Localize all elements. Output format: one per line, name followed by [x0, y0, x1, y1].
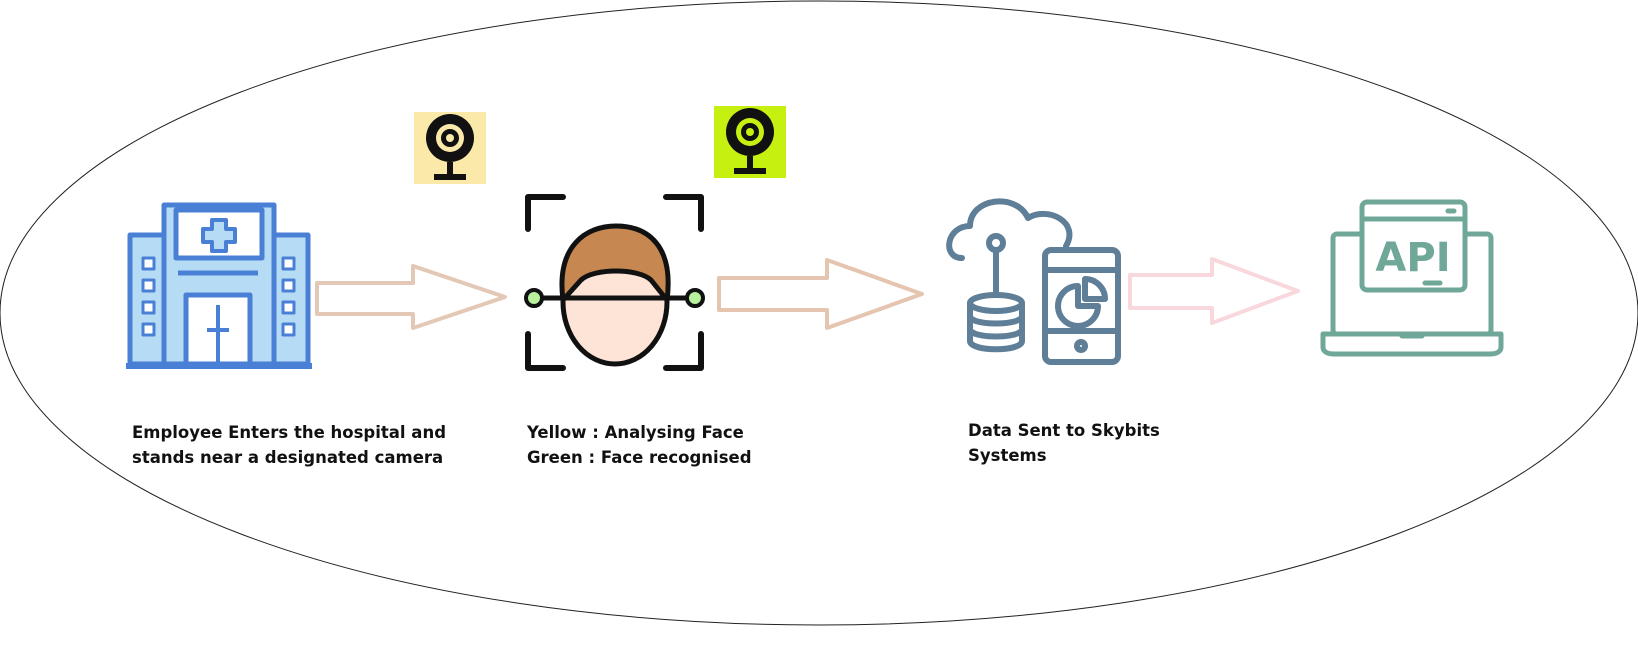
face-scan-icon — [524, 194, 705, 371]
flow-arrow-1 — [315, 264, 507, 330]
hospital-caption: Employee Enters the hospital and stands … — [132, 420, 446, 470]
webcam-icon-recognised — [714, 106, 786, 178]
hospital-caption-line-1: Employee Enters the hospital and — [132, 423, 446, 442]
system-boundary-ellipse — [0, 0, 1638, 626]
cloud-database-phone-icon — [946, 198, 1121, 365]
data-caption: Data Sent to Skybits Systems — [968, 418, 1160, 468]
webcam-icon-analysing — [414, 112, 486, 184]
hospital-caption-line-2: stands near a designated camera — [132, 448, 444, 467]
laptop-api-icon: API — [1320, 199, 1504, 357]
face-scan-caption-line-2: Green : Face recognised — [527, 448, 752, 467]
flow-arrow-3 — [1128, 257, 1300, 325]
hospital-icon — [126, 202, 312, 369]
face-scan-caption: Yellow : Analysing Face Green : Face rec… — [527, 420, 752, 470]
data-caption-line-2: Systems — [968, 446, 1047, 465]
data-caption-line-1: Data Sent to Skybits — [968, 421, 1160, 440]
face-scan-caption-line-1: Yellow : Analysing Face — [527, 423, 744, 442]
flow-arrow-2 — [717, 258, 924, 330]
api-text: API — [1375, 235, 1450, 281]
